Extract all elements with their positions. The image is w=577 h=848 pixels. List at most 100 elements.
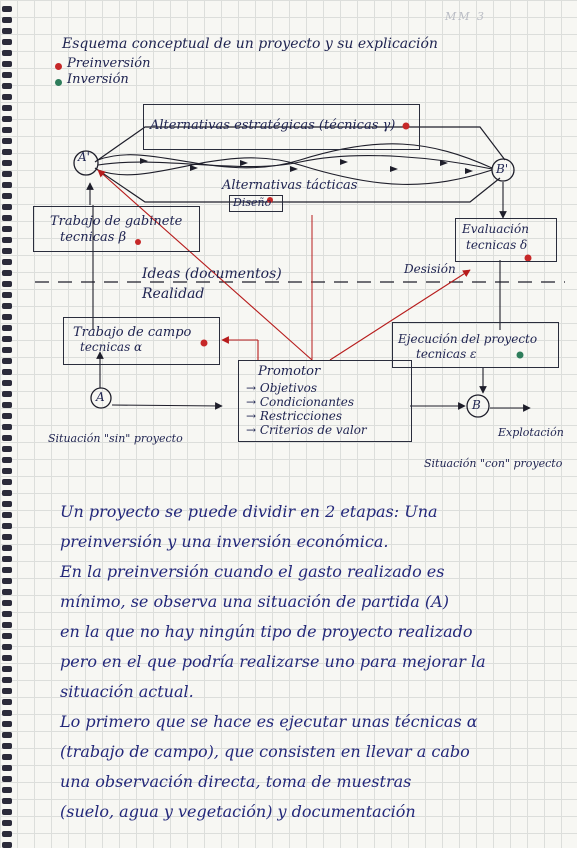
spiral-ring <box>2 193 12 199</box>
evaluation-box <box>455 218 557 262</box>
inversion-marker <box>516 351 524 359</box>
spiral-ring <box>2 127 12 133</box>
spiral-ring <box>2 666 12 672</box>
execution-label: Ejecución del proyecto <box>398 332 538 346</box>
spiral-ring <box>2 831 12 837</box>
spiral-ring <box>2 325 12 331</box>
spiral-ring <box>2 116 12 122</box>
red-arrow <box>97 169 313 361</box>
strategic-alternatives-label: Alternativas estratégicas (técnicas γ) <box>150 118 396 133</box>
spiral-ring <box>2 380 12 386</box>
page-title: Esquema conceptual de un proyecto y su e… <box>62 36 438 52</box>
spiral-ring <box>2 61 12 67</box>
spiral-ring <box>2 237 12 243</box>
spiral-ring <box>2 798 12 804</box>
spiral-ring <box>2 39 12 45</box>
field-work-label: Trabajo de campo <box>73 325 192 340</box>
spiral-ring <box>2 512 12 518</box>
strategic-alternatives-box <box>143 104 420 150</box>
spiral-ring <box>2 490 12 496</box>
tactical-line <box>97 143 493 169</box>
promoter-item: → Condicionantes <box>246 395 354 409</box>
spiral-ring <box>2 336 12 342</box>
node-b-label: B <box>472 398 481 412</box>
execution-technique: tecnicas ε <box>416 347 477 361</box>
prose-line: (trabajo de campo), que consisten en lle… <box>60 742 470 761</box>
spiral-ring <box>2 215 12 221</box>
spiral-ring <box>2 314 12 320</box>
spiral-ring <box>2 435 12 441</box>
spiral-ring <box>2 28 12 34</box>
spiral-ring <box>2 468 12 474</box>
evaluation-label: Evaluación <box>462 222 529 236</box>
spiral-ring <box>2 501 12 507</box>
promoter-box <box>238 360 412 442</box>
promoter-item: → Objetivos <box>246 381 318 395</box>
red-arrow <box>329 269 471 361</box>
spiral-ring <box>2 358 12 364</box>
node-a-top-label: A' <box>78 150 90 164</box>
inversion-legend-dot <box>55 79 62 86</box>
spiral-ring <box>2 545 12 551</box>
spiral-ring <box>2 259 12 265</box>
node-a-top-circle <box>73 150 99 176</box>
node-a-circle <box>90 387 112 409</box>
spiral-ring <box>2 160 12 166</box>
prose-line: (suelo, agua y vegetación) y documentaci… <box>60 802 416 821</box>
spiral-ring <box>2 523 12 529</box>
desk-work-technique: tecnicas β <box>60 230 127 245</box>
spiral-ring <box>2 17 12 23</box>
desk-work-box <box>33 206 200 252</box>
prose-line: pero en el que podría realizarse uno par… <box>60 652 486 671</box>
spiral-ring <box>2 94 12 100</box>
notebook-spiral <box>0 0 14 848</box>
spiral-ring <box>2 556 12 562</box>
preinversion-marker <box>200 339 208 347</box>
preinversion-marker <box>402 122 410 130</box>
spiral-ring <box>2 655 12 661</box>
tactical-line <box>97 157 493 185</box>
preinversion-legend-dot <box>55 63 62 70</box>
promoter-item: → Criterios de valor <box>246 423 367 437</box>
prose-line: Lo primero que se hace es ejecutar unas … <box>60 712 478 731</box>
strategic-path-top <box>94 126 506 163</box>
spiral-ring <box>2 347 12 353</box>
concept-diagram <box>35 122 565 418</box>
prose-line: preinversión y una inversión económica. <box>60 532 389 551</box>
spiral-ring <box>2 721 12 727</box>
arrow <box>111 402 223 410</box>
page-mark: MM 3 <box>445 10 487 23</box>
spiral-ring <box>2 83 12 89</box>
node-a-label: A <box>96 390 105 404</box>
spiral-ring <box>2 534 12 540</box>
spiral-ring <box>2 754 12 760</box>
execution-box <box>392 322 559 368</box>
spiral-ring <box>2 270 12 276</box>
spiral-ring <box>2 776 12 782</box>
spiral-ring <box>2 413 12 419</box>
spiral-ring <box>2 457 12 463</box>
spiral-ring <box>2 292 12 298</box>
field-work-technique: tecnicas α <box>80 340 143 354</box>
spiral-ring <box>2 50 12 56</box>
preinversion-marker <box>135 239 141 245</box>
preinversion-marker <box>267 197 273 203</box>
spiral-ring <box>2 204 12 210</box>
spiral-ring <box>2 578 12 584</box>
decision-label: Desisión <box>404 262 456 276</box>
spiral-ring <box>2 820 12 826</box>
node-b-circle <box>466 394 490 418</box>
exploitation-label: Explotación <box>498 426 564 439</box>
spiral-ring <box>2 765 12 771</box>
promoter-item: → Restricciones <box>246 409 343 423</box>
spiral-ring <box>2 688 12 694</box>
node-b-top-circle <box>491 158 515 182</box>
spiral-ring <box>2 600 12 606</box>
spiral-ring <box>2 105 12 111</box>
ideas-label: Ideas (documentos) <box>142 266 282 282</box>
spiral-ring <box>2 787 12 793</box>
prose-line: en la que no hay ningún tipo de proyecto… <box>60 622 473 641</box>
spiral-ring <box>2 809 12 815</box>
preinversion-marker <box>524 254 532 262</box>
